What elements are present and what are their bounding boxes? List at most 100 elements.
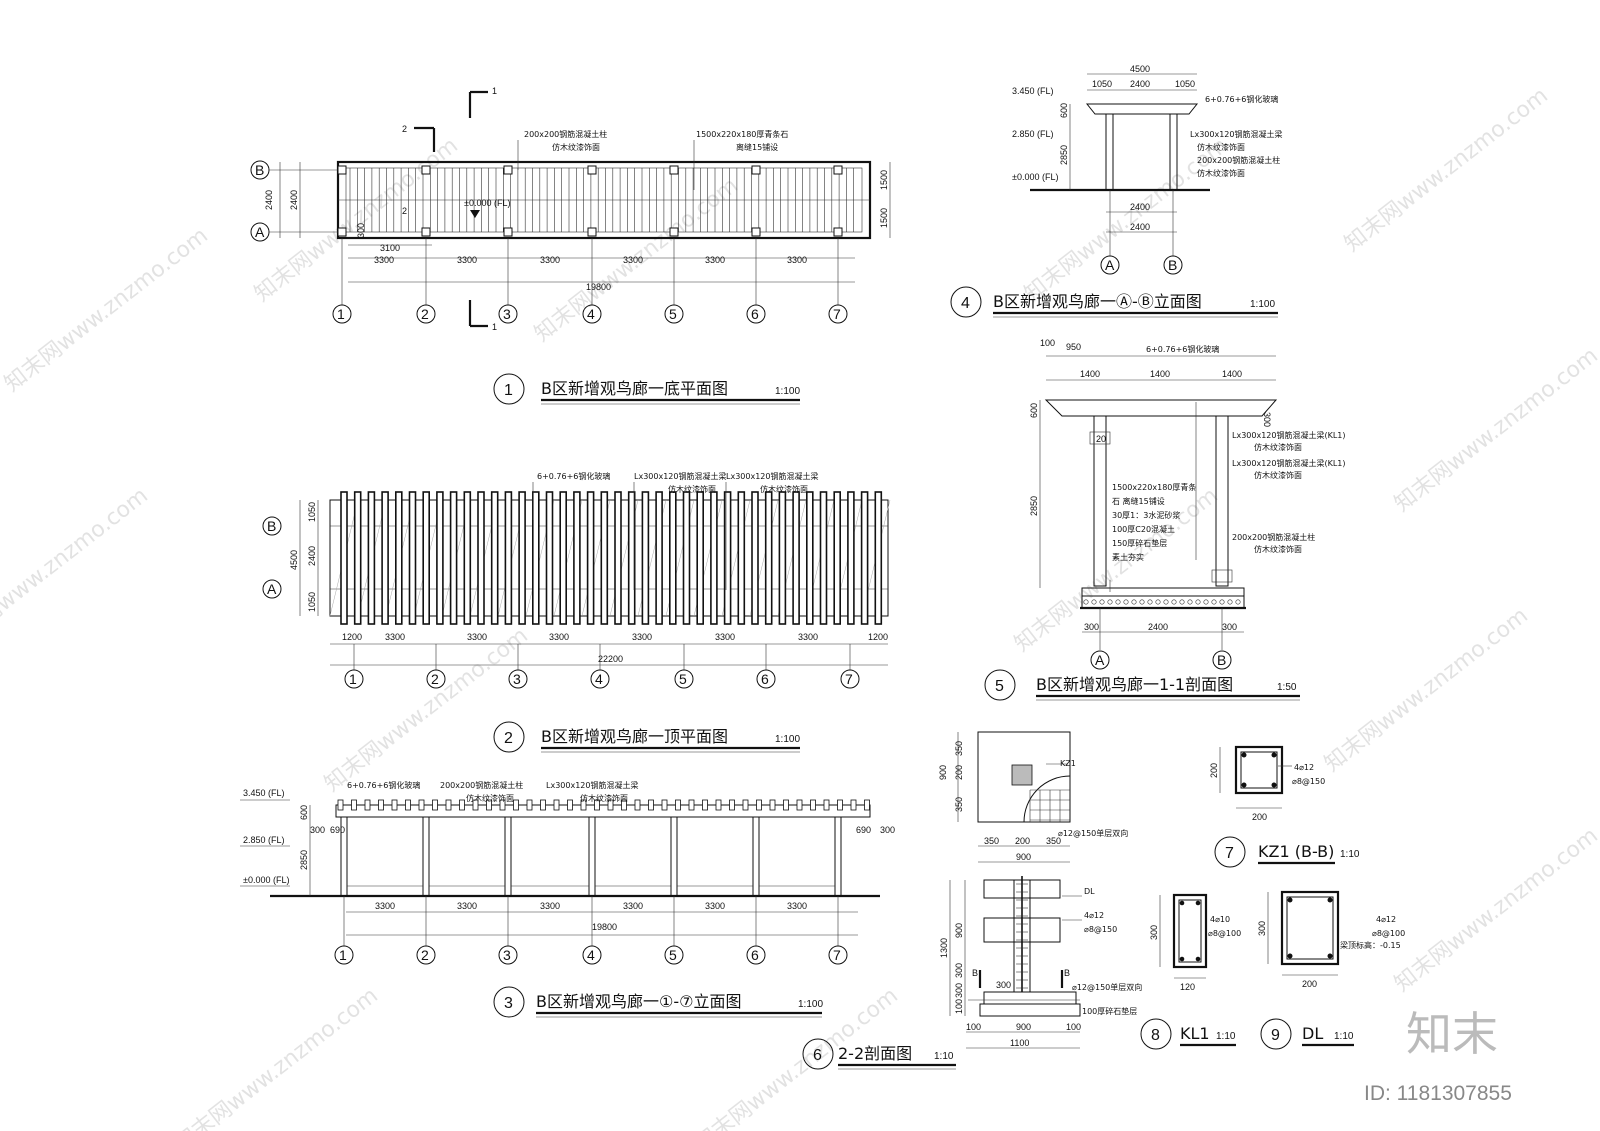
elev-rafter-end	[526, 799, 533, 811]
plan-axis-label: 3	[503, 306, 511, 322]
s22-dim-bottom-350: 350	[984, 836, 999, 846]
grid-bubble	[590, 669, 610, 689]
grid-bubble	[332, 304, 352, 324]
section-2-bottom: 2	[402, 206, 407, 216]
watermark-text: 知末网www.znzmo.com	[250, 133, 463, 307]
roof-rafter	[559, 491, 568, 625]
roof-rafter	[463, 491, 472, 625]
roof-rafter	[490, 491, 499, 625]
roof-dim-bay: 3300	[467, 632, 487, 642]
s22-sec-b-right: B	[1064, 968, 1070, 978]
sect-layer-label: 30厚1：3水泥砂浆	[1112, 510, 1180, 520]
plan-dim-half-bottom: 1500	[879, 208, 889, 228]
elev-axis-label: 6	[751, 947, 759, 963]
kz1-rebar-1: 4⌀12	[1294, 763, 1314, 772]
elev-rafter-end	[864, 799, 870, 811]
roof-rafter	[422, 491, 431, 625]
watermark-text: 知末网www.znzmo.com	[1320, 603, 1533, 777]
roof-rafter	[394, 491, 403, 625]
plan-dim-bay: 3300	[374, 255, 394, 265]
gravel-dot	[1115, 599, 1121, 605]
view-4-scale: 1:100	[1250, 299, 1275, 310]
elev-axis-label: 3	[503, 947, 511, 963]
roof-rafter	[764, 491, 773, 625]
roof-dim-total: 22200	[598, 654, 623, 664]
plan-dim-bay: 3300	[623, 255, 643, 265]
view-8-number: 8	[1151, 1027, 1160, 1044]
roof-rafter	[737, 491, 746, 625]
plan-column	[833, 227, 843, 237]
gravel-dot	[1179, 599, 1185, 605]
plan-column	[587, 227, 597, 237]
plan-column	[421, 227, 431, 237]
side-level-top: 3.450 (FL)	[1012, 86, 1054, 96]
roof-axis-label: 4	[595, 671, 603, 687]
side-level-beam: 2.850 (FL)	[1012, 129, 1054, 139]
watermark-text: 知末网www.znzmo.com	[1010, 483, 1223, 657]
view-3-number: 3	[504, 995, 513, 1012]
sect-layer-label: 素土夯实	[1112, 552, 1144, 562]
section-1-1: 6+0.76+6钢化玻璃 100 950 1400 1400 1400 20 3…	[984, 338, 1346, 701]
elev-rafter-end	[513, 799, 519, 811]
plan-note-stone: 1500x220x180厚青条石	[696, 129, 788, 139]
gravel-dot	[1131, 599, 1137, 605]
roof-dim-end-right: 1200	[868, 632, 888, 642]
s22-dim-900b: 900	[1016, 852, 1031, 862]
plan-dim-bay: 3300	[787, 255, 807, 265]
dl-rebar-2: ⌀8@100	[1372, 929, 1405, 938]
elev-rafter-end	[459, 799, 465, 811]
elev-rafter-end	[634, 799, 641, 811]
s22-dim-100-v: 100	[954, 999, 964, 1014]
s22-note-rebar: ⌀12@150单层双向	[1058, 828, 1128, 838]
sect-layer-label: 1500x220x180厚青条	[1112, 482, 1196, 492]
roof-note-beam-a: Lx300x120钢筋混凝土梁	[634, 471, 726, 481]
plan-column	[503, 165, 513, 175]
plan-column	[337, 165, 347, 175]
roof-rafter	[614, 491, 622, 625]
elev-dim-bay: 3300	[540, 901, 560, 911]
sect-axis-a: A	[1095, 652, 1105, 668]
side-note-column: 200x200钢筋混凝土柱	[1197, 155, 1280, 165]
elev-rafter-end	[499, 799, 506, 811]
roof-axis-a: A	[267, 581, 277, 597]
section-1-top: 1	[492, 86, 497, 96]
view-3-scale: 1:100	[798, 999, 823, 1010]
roof-axis-label: 3	[513, 671, 521, 687]
sect-axis-b: B	[1217, 652, 1226, 668]
elev-dim-bay: 3300	[457, 901, 477, 911]
elev-rafter-end	[756, 799, 762, 811]
sect-right-note: 仿木纹漆饰面	[1254, 470, 1302, 480]
plan-note-finish: 仿木纹漆饰面	[552, 142, 600, 152]
elev-rafter-end	[729, 799, 735, 811]
view-2-number: 2	[504, 730, 513, 747]
plan-dim-width-b: 2400	[289, 190, 299, 210]
gravel-dot	[1219, 599, 1225, 605]
plan-column	[503, 227, 513, 237]
view-1-number: 1	[504, 382, 513, 399]
kl1-detail: 300 120 4⌀10 ⌀8@100 8 KL1 1:10	[1140, 893, 1241, 1050]
roof-rafter	[353, 491, 362, 625]
grid-bubble	[828, 945, 848, 965]
grid-bubble	[840, 669, 860, 689]
roof-rafter	[627, 491, 636, 625]
sect-dim-300-right: 300	[1222, 622, 1237, 632]
elev-rafter-end	[783, 799, 789, 811]
elev-dim-300-right: 300	[880, 825, 895, 835]
plan-column	[337, 227, 347, 237]
elev-note-finish-b: 仿木纹漆饰面	[580, 793, 628, 803]
view-9-number: 9	[1271, 1027, 1280, 1044]
elev-axis-label: 1	[339, 947, 347, 963]
roof-dim-end-left: 1200	[342, 632, 362, 642]
roof-rafter	[778, 491, 787, 625]
elev-level-zero: ±0.000 (FL)	[243, 875, 289, 885]
grid-bubble	[664, 304, 684, 324]
plan-dim-bay: 3300	[457, 255, 477, 265]
elev-note-beam: Lx300x120钢筋混凝土梁	[546, 780, 638, 790]
plan-note-column: 200x200钢筋混凝土柱	[524, 129, 607, 139]
roof-rafter	[792, 491, 800, 625]
dl-dim-height: 300	[1257, 921, 1267, 936]
s22-sec-b-left: B	[972, 968, 978, 978]
side-dim-600: 600	[1059, 103, 1069, 118]
elev-rafter-end	[607, 799, 614, 811]
sect-layer-label: 100厚C20混凝土	[1112, 524, 1175, 534]
